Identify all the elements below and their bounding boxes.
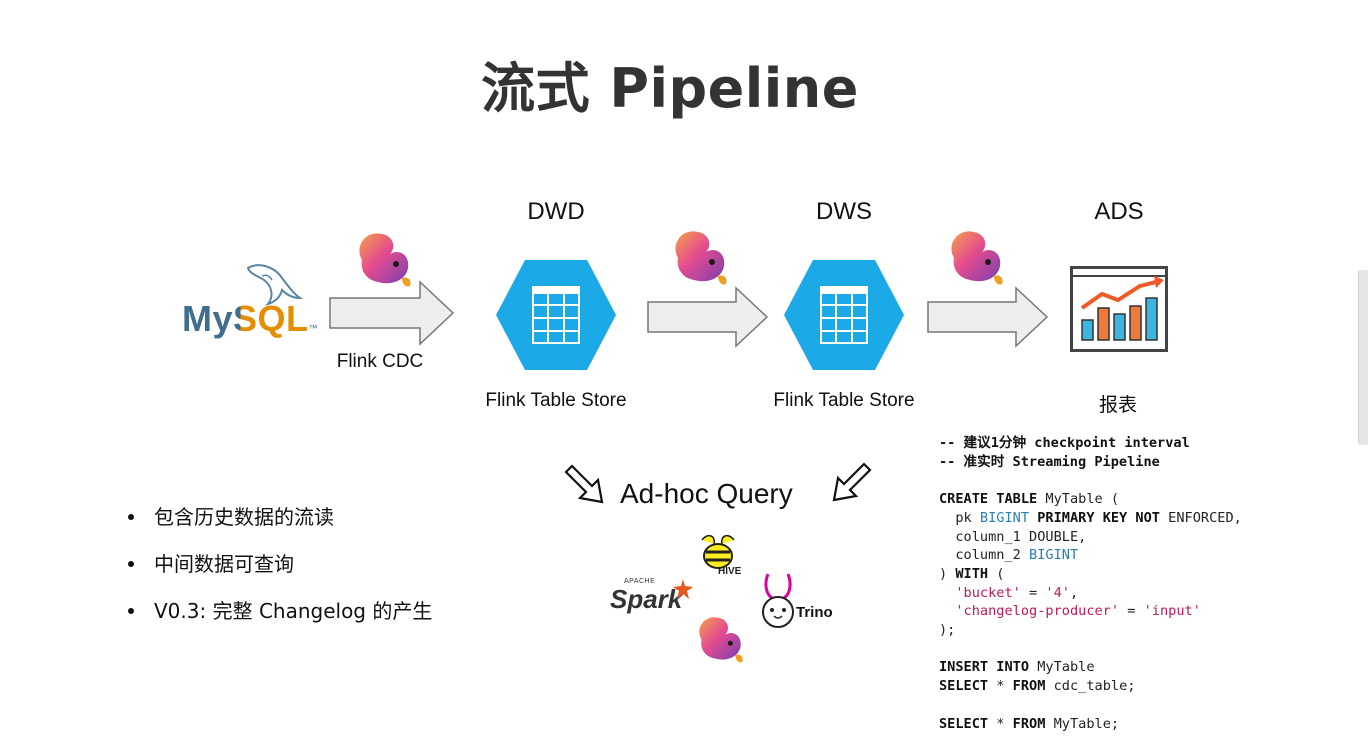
flink-cdc-label: Flink CDC — [336, 351, 424, 372]
bullet-item: 包含历史数据的流读 — [128, 500, 432, 547]
vertical-scrollbar[interactable] — [1358, 270, 1368, 445]
flink-squirrel-icon — [359, 233, 411, 287]
hive-text: HIVE — [718, 566, 742, 577]
dolphin-icon — [246, 264, 304, 306]
flink-squirrel-icon — [675, 231, 727, 285]
layer-ads-label: ADS — [1094, 198, 1144, 225]
sql-code-block: -- 建议1分钟 checkpoint interval -- 准实时 Stre… — [939, 435, 1242, 732]
trino-text: Trino — [796, 604, 833, 621]
spark-logo: APACHE Spark — [610, 578, 694, 622]
trino-bunny-icon — [762, 573, 794, 628]
table-store-dwd-icon — [496, 260, 616, 370]
table-store-dws-label: Flink Table Store — [773, 390, 915, 411]
feature-bullet-list: 包含历史数据的流读 中间数据可查询 V0.3: 完整 Changelog 的产生 — [128, 500, 432, 641]
layer-dws-label: DWS — [816, 198, 872, 225]
flink-squirrel-icon — [699, 617, 743, 663]
mysql-text: MySQL — [182, 298, 309, 339]
page-title: 流式 Pipeline — [481, 57, 859, 120]
report-chart-icon — [1070, 266, 1168, 352]
flink-squirrel-icon — [951, 231, 1003, 285]
table-store-dws-icon — [784, 260, 904, 370]
trino-logo: Trino — [758, 572, 840, 630]
arrow-down-left-icon — [832, 462, 872, 502]
adhoc-query-label: Ad-hoc Query — [620, 478, 793, 509]
spark-star-icon — [673, 579, 693, 599]
bullet-item: V0.3: 完整 Changelog 的产生 — [128, 594, 432, 641]
hive-logo: HIVE — [696, 530, 748, 580]
mysql-logo: MySQL™ — [178, 258, 318, 342]
hive-bee-icon — [701, 534, 735, 569]
arrow-down-right-icon — [564, 464, 604, 504]
flow-arrow-mysql-to-dwd — [329, 280, 455, 346]
table-store-dwd-label: Flink Table Store — [485, 390, 627, 411]
mysql-trademark: ™ — [308, 323, 319, 333]
report-label: 报表 — [1098, 395, 1137, 416]
bullet-item: 中间数据可查询 — [128, 547, 432, 594]
flow-arrow-dws-to-ads — [927, 286, 1049, 348]
layer-dwd-label: DWD — [527, 198, 585, 225]
flow-arrow-dwd-to-dws — [647, 286, 769, 348]
spark-text: Spark — [610, 584, 683, 614]
spark-apache-text: APACHE — [624, 578, 656, 585]
